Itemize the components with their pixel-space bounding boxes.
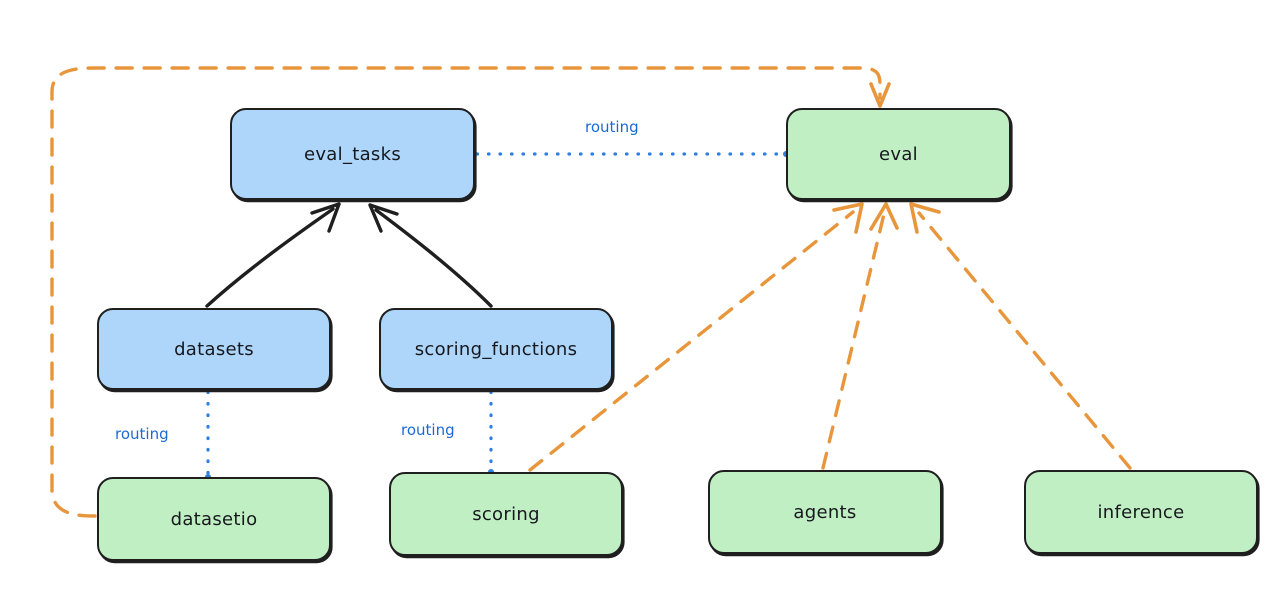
node-eval-label: eval [879, 143, 918, 165]
edge-label-routing-scoring-functions-scoring: routing [398, 421, 458, 439]
node-eval-tasks[interactable]: eval_tasks [230, 108, 475, 200]
node-agents-label: agents [793, 501, 857, 523]
edge-eval-tasks-eval [475, 151, 789, 157]
edge-scoring-functions-eval-tasks [368, 203, 493, 308]
edge-agents-eval [821, 202, 899, 470]
edge-label-routing-datasets-datasetio: routing [112, 425, 172, 443]
node-scoring-functions-label: scoring_functions [414, 338, 578, 360]
node-eval[interactable]: eval [786, 108, 1011, 200]
edge-label-routing-eval-tasks-eval: routing [582, 118, 642, 136]
edge-inference-eval [909, 202, 1132, 470]
edge-datasets-datasetio [205, 390, 211, 480]
node-inference-label: inference [1097, 501, 1185, 523]
node-datasetio-label: datasetio [170, 508, 258, 530]
node-agents[interactable]: agents [708, 470, 942, 554]
edge-datasets-eval-tasks [205, 202, 341, 308]
node-scoring-functions[interactable]: scoring_functions [379, 308, 613, 390]
node-datasets-label: datasets [174, 338, 254, 360]
node-scoring[interactable]: scoring [389, 472, 623, 556]
node-eval-tasks-label: eval_tasks [303, 143, 402, 165]
node-datasetio[interactable]: datasetio [97, 477, 331, 561]
node-inference[interactable]: inference [1024, 470, 1258, 554]
edge-scoring-functions-scoring [488, 390, 494, 475]
node-datasets[interactable]: datasets [97, 308, 331, 390]
node-scoring-label: scoring [472, 503, 540, 525]
